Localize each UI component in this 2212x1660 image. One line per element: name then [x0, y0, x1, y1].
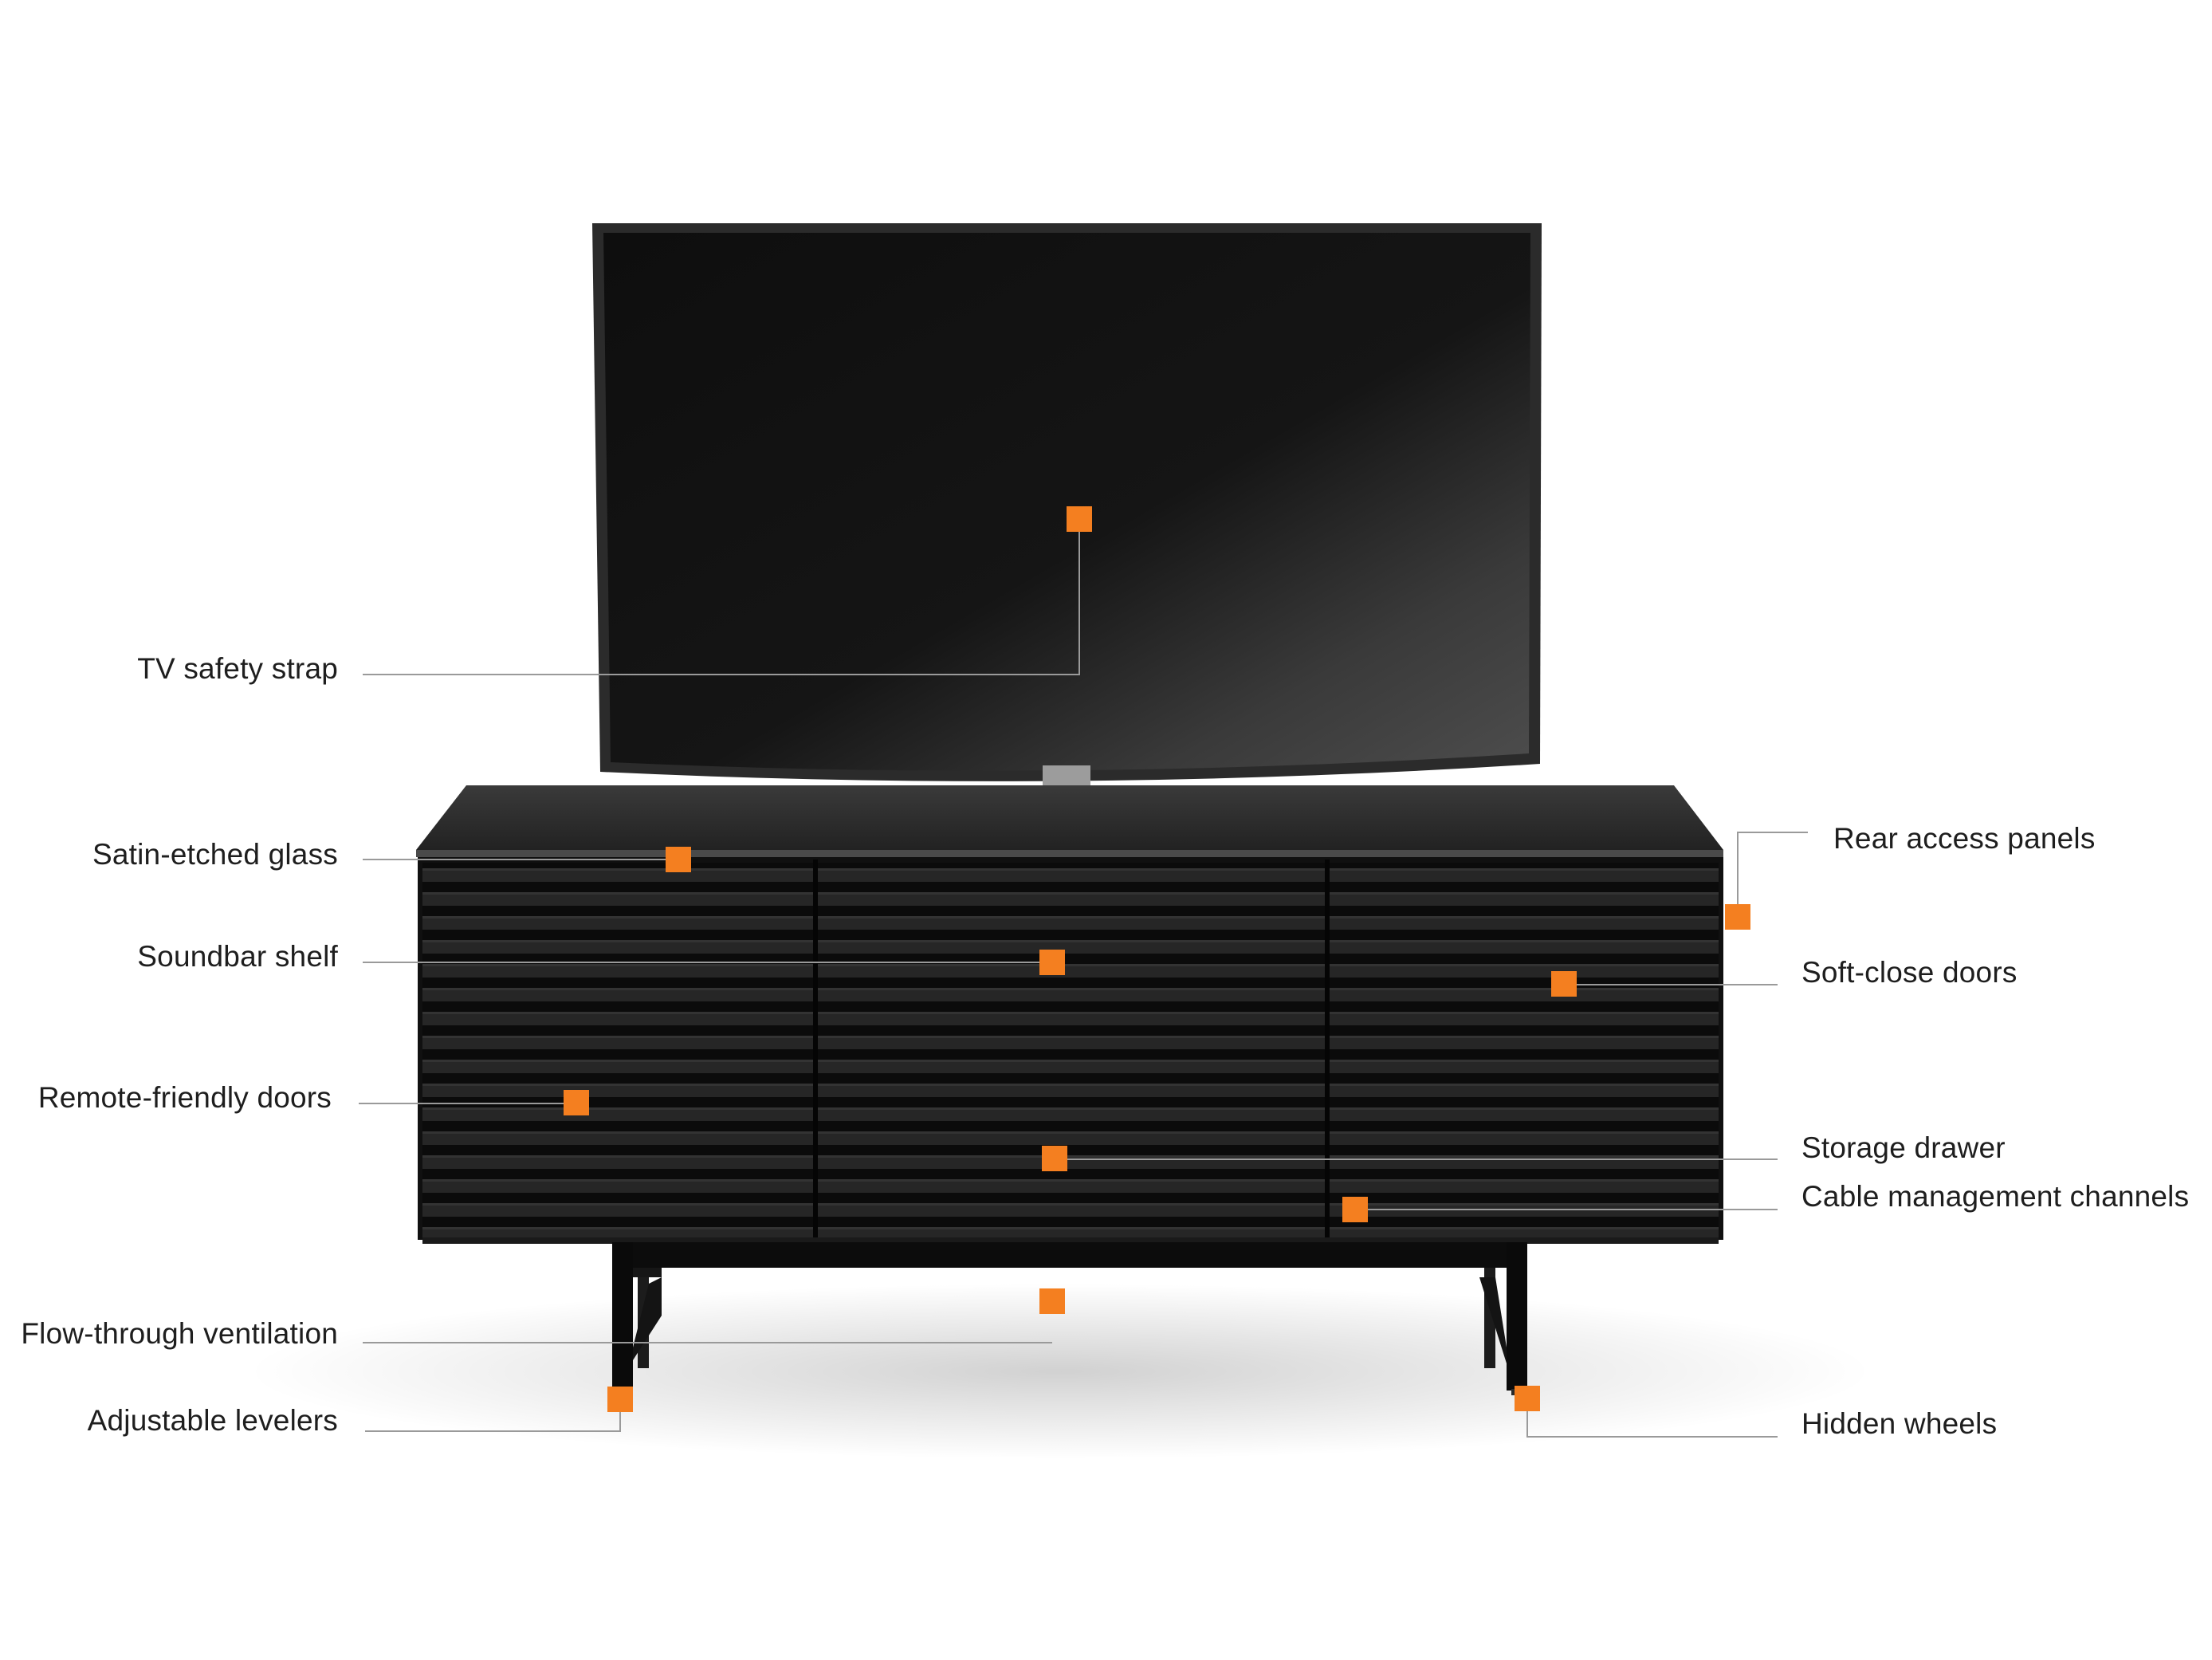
door-divider-right [1325, 860, 1330, 1241]
hotspot-rear-access-panels[interactable] [1725, 904, 1750, 930]
hotspot-hidden-wheels[interactable] [1515, 1386, 1540, 1411]
glass-top-edge [416, 850, 1723, 857]
hotspot-flow-through-ventilation[interactable] [1039, 1288, 1065, 1314]
label-soft-close-doors: Soft-close doors [1801, 956, 2018, 989]
label-rear-access-panels: Rear access panels [1833, 822, 2096, 855]
hotspot-soft-close-doors[interactable] [1551, 971, 1577, 997]
label-soundbar-shelf: Soundbar shelf [137, 940, 338, 973]
hotspot-soundbar-shelf[interactable] [1039, 950, 1065, 975]
label-adjustable-levelers: Adjustable levelers [87, 1404, 338, 1437]
cabinet-bottom-rail [422, 1237, 1719, 1244]
leg-left-diagonal [633, 1277, 662, 1360]
label-satin-etched-glass: Satin-etched glass [92, 838, 338, 871]
hotspot-satin-etched-glass[interactable] [666, 847, 691, 872]
leg-right-front [1507, 1242, 1527, 1391]
hotspot-cable-management-channels[interactable] [1342, 1197, 1368, 1222]
door-divider-left [813, 860, 818, 1241]
label-remote-friendly-doors: Remote-friendly doors [37, 1081, 332, 1114]
door-left[interactable] [422, 863, 813, 1237]
hotspot-tv-safety-strap[interactable] [1067, 506, 1092, 532]
label-cable-management-channels: Cable management channels [1801, 1180, 2190, 1213]
leg-right-diagonal [1479, 1277, 1507, 1363]
leg-left-front [612, 1242, 633, 1391]
label-storage-drawer: Storage drawer [1801, 1131, 2006, 1164]
door-right[interactable] [1330, 863, 1719, 1237]
leg-left-bar [633, 1268, 662, 1277]
hotspot-remote-friendly-doors[interactable] [564, 1090, 589, 1115]
tv-screen [603, 233, 1530, 771]
cabinet-top [416, 785, 1723, 850]
door-center[interactable] [818, 863, 1325, 1237]
hotspot-adjustable-levelers[interactable] [607, 1387, 633, 1412]
leader-tv-safety-strap [363, 518, 1080, 675]
leader-lines [359, 518, 1808, 1438]
label-flow-through-ventilation: Flow-through ventilation [21, 1317, 338, 1350]
base-frame-top [612, 1242, 1527, 1268]
media-cabinet [416, 785, 1723, 1395]
label-hidden-wheels: Hidden wheels [1801, 1407, 1998, 1440]
leader-hidden-wheels [1526, 1405, 1778, 1438]
hotspot-storage-drawer[interactable] [1042, 1146, 1067, 1171]
hotspots[interactable] [564, 506, 1750, 1412]
leader-rear-access-panels [1737, 832, 1808, 915]
label-tv-safety-strap: TV safety strap [137, 652, 338, 685]
television [592, 223, 1542, 829]
